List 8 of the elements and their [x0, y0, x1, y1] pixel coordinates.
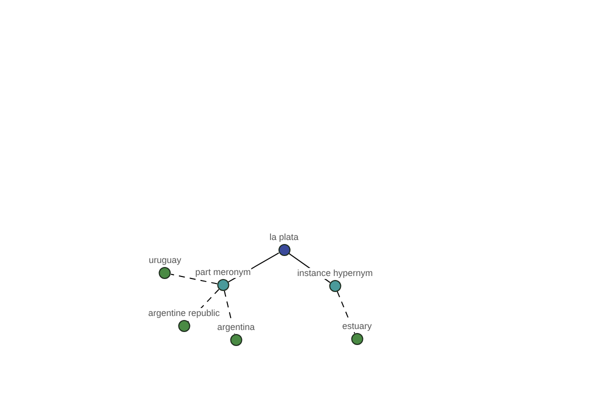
node-label: instance hypernym	[297, 268, 373, 279]
dashed-line	[170, 274, 218, 284]
node-label: estuary	[342, 321, 372, 332]
node-label: part meronym	[195, 267, 251, 278]
node-label: argentina	[217, 322, 255, 333]
node-label: la plata	[269, 232, 299, 243]
node-label: argentine republic	[148, 308, 220, 319]
node-label: uruguay	[148, 255, 182, 266]
